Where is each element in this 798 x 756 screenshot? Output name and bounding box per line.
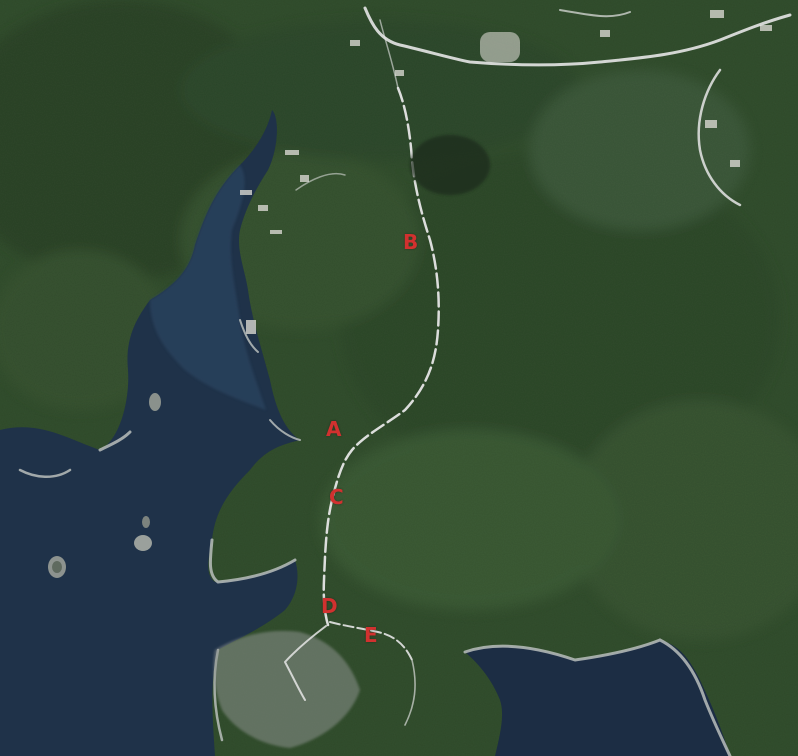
trail-west-settlement [295,173,346,191]
track-peninsula-south [404,659,416,726]
water-southeast [465,640,730,756]
marker-b-label[interactable]: B [403,230,419,254]
roads [284,6,792,726]
wetland [410,135,490,195]
track-main [322,86,440,627]
marker-d-label[interactable]: D [321,594,338,618]
islands [48,393,161,578]
trail-north-small [379,19,399,89]
road-north [363,6,792,67]
road-northeast [697,68,742,207]
track-to-e [329,621,413,661]
track-peninsula-west [284,625,327,701]
southern-peninsula-rocks [213,630,360,748]
marker-e-label[interactable]: E [364,623,378,647]
road-northeast-spur [559,9,631,18]
water-west-shallow [150,165,266,410]
settlements [240,10,772,334]
marker-a-label[interactable]: A [326,417,342,441]
marker-c-label[interactable]: C [329,485,344,509]
